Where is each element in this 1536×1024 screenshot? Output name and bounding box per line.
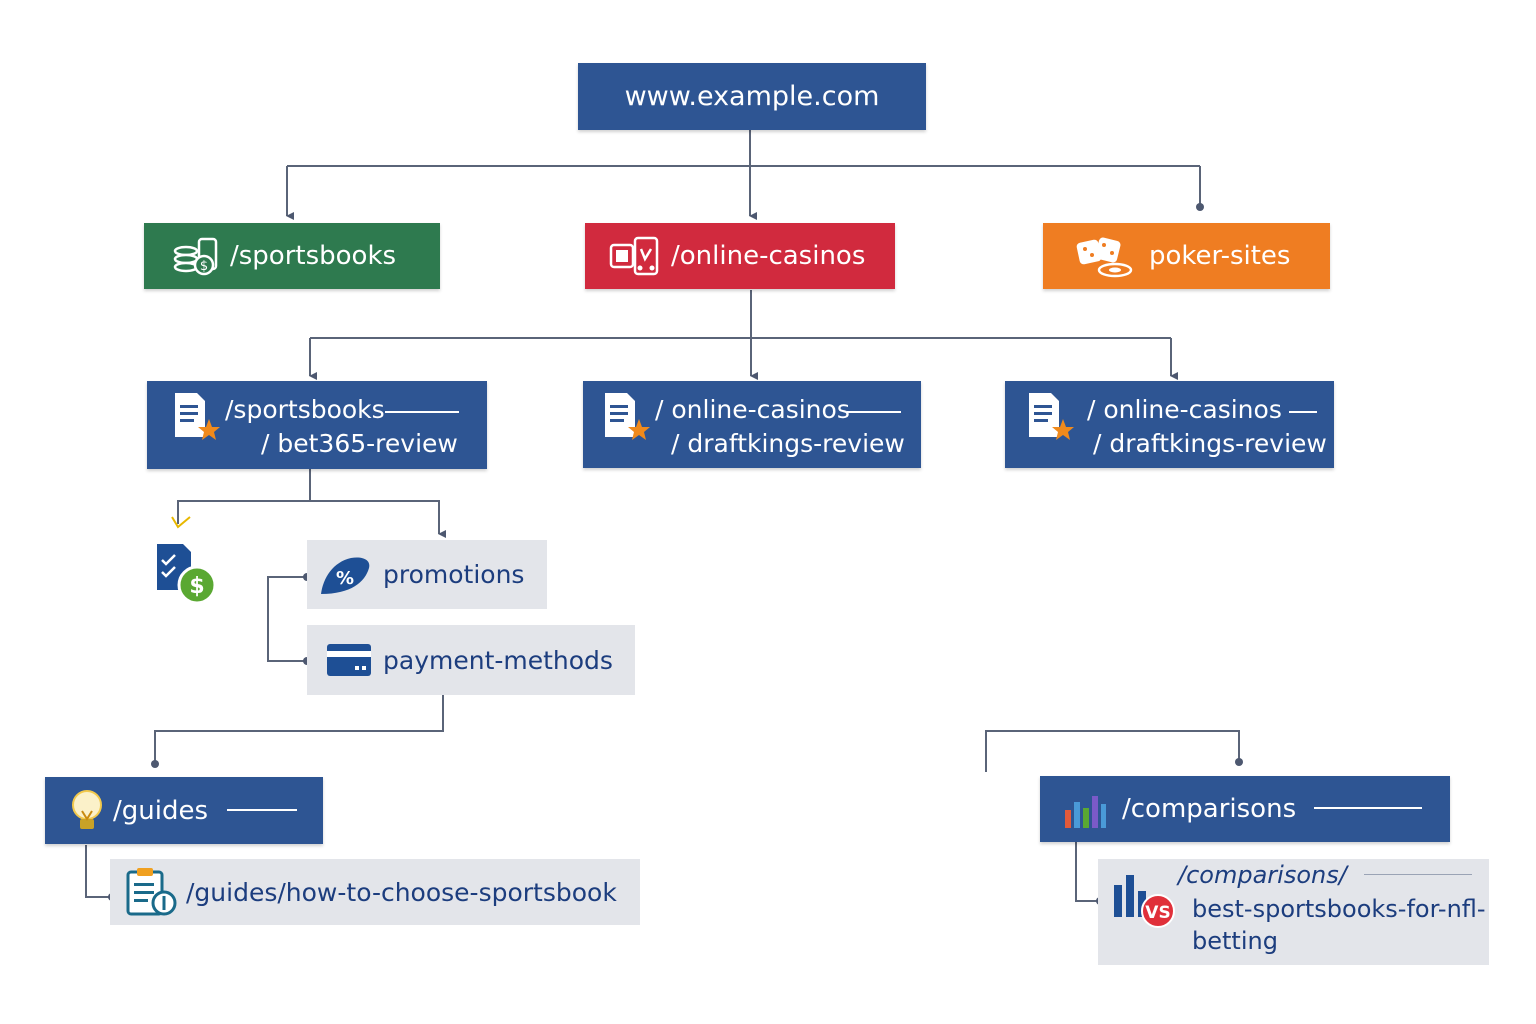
node-guides-child[interactable]: /guides/how-to-choose-sportsbook [110, 859, 640, 925]
node-guides-child-label: /guides/how-to-choose-sportsbook [186, 877, 617, 907]
review-bet365-line1: /sportsbooks [225, 395, 385, 424]
node-comparisons-child-rule [1364, 874, 1472, 875]
review-draftkings-2-line2: / draftkings-review [1093, 429, 1327, 458]
money-phone-icon: $ [173, 237, 218, 276]
review-draftkings-2-dash [1289, 411, 1317, 413]
credit-card-icon [327, 644, 371, 676]
percent-tag-icon: % [321, 557, 370, 594]
review-draftkings-2-line1: / online-casinos [1087, 395, 1282, 424]
node-sportsbooks-label: /sportsbooks [230, 241, 397, 271]
node-comparisons-child-line1: /comparisons/ [1178, 861, 1347, 889]
review-draftkings-1-line2: / draftkings-review [671, 429, 905, 458]
node-payment-methods[interactable]: payment-methods [307, 625, 635, 695]
svg-text:%: % [336, 568, 354, 589]
node-guides[interactable]: /guides [45, 777, 323, 844]
versus-badge: VS [1145, 903, 1170, 923]
review-draftkings-1-dash [847, 411, 901, 413]
review-document-icon [1029, 393, 1074, 440]
checklist-dollar-icon: $ [157, 544, 217, 605]
node-comparisons-child[interactable]: VS /comparisons/ best-sportsbooks-for-nf… [1098, 859, 1489, 965]
node-poker-sites-label: poker-sites [1149, 241, 1291, 271]
node-guides-dash [227, 809, 297, 811]
node-online-casinos[interactable]: /online-casinos [585, 223, 895, 289]
lightbulb-icon [72, 790, 102, 829]
node-guides-label: /guides [113, 795, 209, 826]
node-comparisons-child-line3: betting [1192, 927, 1278, 955]
node-comparisons-child-line2: best-sportsbooks-for-nfl- [1192, 895, 1486, 923]
svg-text:$: $ [200, 259, 208, 274]
review-document-icon [175, 393, 220, 440]
node-comparisons[interactable]: /comparisons [1040, 776, 1450, 842]
node-payment-methods-label: payment-methods [383, 645, 613, 675]
node-comparisons-label: /comparisons [1122, 794, 1297, 824]
review-bet365-line2: / bet365-review [261, 429, 458, 458]
node-online-casinos-label: /online-casinos [671, 241, 866, 271]
review-document-icon [605, 393, 650, 440]
review-node-bet365[interactable]: /sportsbooks / bet365-review [147, 381, 487, 469]
review-node-draftkings-1[interactable]: / online-casinos / draftkings-review [583, 381, 921, 468]
review-draftkings-1-line1: / online-casinos [655, 395, 850, 424]
node-promotions[interactable]: % promotions [307, 540, 547, 609]
node-comparisons-dash [1314, 807, 1422, 809]
dice-chips-icon [1076, 237, 1133, 278]
bar-chart-icon [1065, 796, 1106, 828]
review-node-draftkings-2[interactable]: / online-casinos / draftkings-review [1005, 381, 1334, 468]
root-node[interactable]: www.example.com [578, 63, 926, 130]
node-sportsbooks[interactable]: $ /sportsbooks [144, 223, 440, 289]
node-poker-sites[interactable]: poker-sites [1043, 223, 1330, 289]
slot-machine-icon [609, 236, 659, 276]
node-promotions-label: promotions [383, 560, 525, 589]
svg-text:$: $ [189, 574, 204, 599]
versus-chart-icon: VS [1114, 875, 1175, 928]
review-bet365-dash [385, 411, 459, 413]
root-label: www.example.com [624, 81, 880, 112]
clipboard-icon [126, 868, 177, 916]
